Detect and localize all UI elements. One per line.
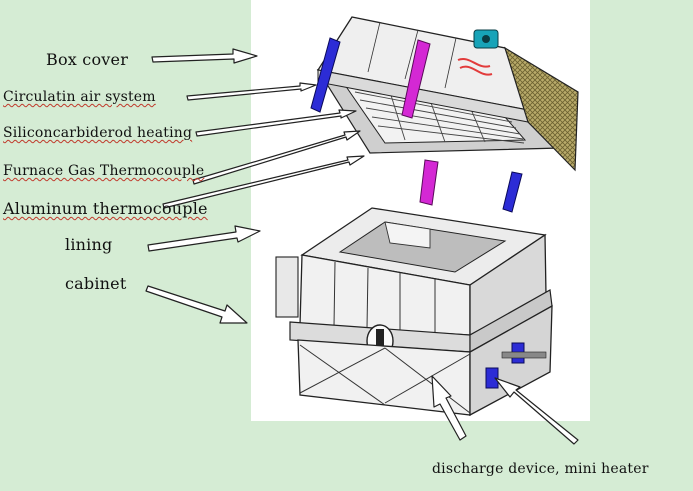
label-aluminum-thermocouple: Aluminum thermocouple [3,199,208,218]
arrow-box-cover [151,48,258,64]
callout-arrows [145,48,579,445]
box-cover-assembly [310,16,579,172]
arrow-aluminum-tc [162,155,365,209]
label-lining: lining [65,235,113,254]
label-discharge-device-mini-heater: discharge device, mini heater [432,461,649,477]
arrow-sic-heating [195,109,357,137]
label-box-cover: Box cover [46,50,129,69]
label-cabinet: cabinet [65,274,127,293]
gas-thermocouple-probe [502,171,523,213]
mini-heater-blue [485,367,499,389]
lining-wall [384,221,431,249]
label-furnace-gas-thermocouple: Furnace Gas Thermocouple [3,163,205,179]
arrow-cabinet [145,285,248,324]
aluminum-thermocouple-probe [419,159,439,206]
arrow-lining [147,225,261,252]
cover-thermocouple-magenta [401,39,431,119]
arrow-discharge [431,375,467,441]
label-circulation-air-system: Circulatin air system [3,89,156,105]
label-sic-rod-heating: Siliconcarbiderod heating [3,125,193,141]
heating-rods [354,91,525,144]
arrow-gas-tc [192,130,361,185]
cable-icon [457,57,493,76]
arrow-circulation [186,82,317,101]
arrow-mini-heater [494,377,579,445]
cabinet-assembly [275,207,553,417]
side-handle [275,256,299,318]
cover-thermocouple-blue [310,37,341,113]
radiator-grille [503,46,579,172]
